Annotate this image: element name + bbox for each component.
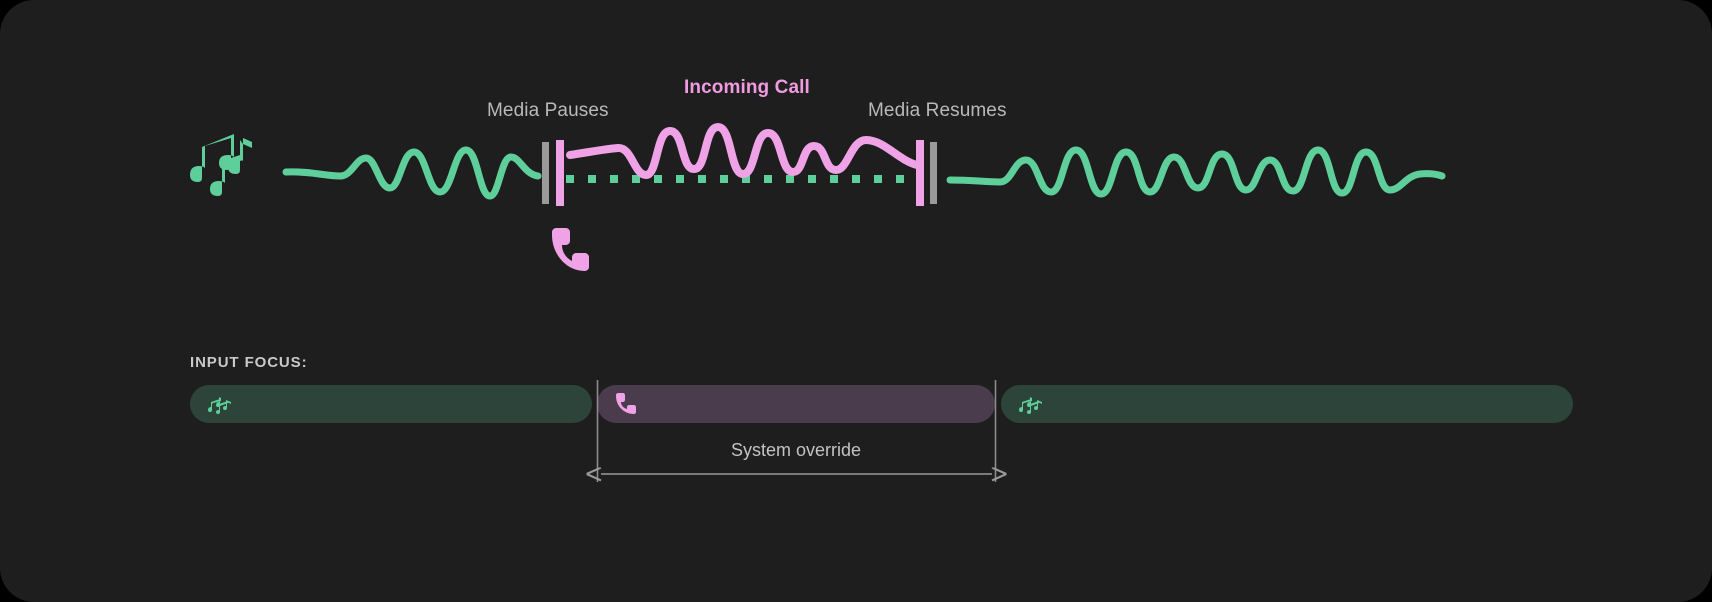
focus-bar-call[interactable] bbox=[597, 385, 995, 423]
timeline-panel: Media Pauses Incoming Call Media Resumes bbox=[190, 77, 1446, 271]
call-wave bbox=[566, 123, 921, 179]
focus-bar-media-left[interactable] bbox=[190, 385, 592, 423]
media-wave-before bbox=[282, 146, 542, 200]
resume-marker bbox=[916, 140, 937, 206]
label-media-resumes: Media Resumes bbox=[868, 100, 1007, 121]
waveform-graphic bbox=[190, 123, 1446, 271]
label-incoming-call: Incoming Call bbox=[684, 77, 810, 98]
input-focus-panel: INPUT FOCUS: bbox=[0, 340, 1712, 602]
system-override-bracket bbox=[0, 380, 1712, 482]
phone-handset-icon bbox=[616, 393, 636, 414]
media-wave-after bbox=[946, 146, 1446, 198]
phone-handset-icon bbox=[552, 228, 589, 271]
label-media-pauses: Media Pauses bbox=[487, 100, 609, 121]
music-notes-icon bbox=[1019, 397, 1042, 414]
input-focus-title: INPUT FOCUS: bbox=[190, 354, 308, 371]
pause-marker bbox=[542, 140, 564, 206]
focus-bar-media-right[interactable] bbox=[1001, 385, 1573, 423]
music-notes-icon bbox=[208, 397, 231, 414]
music-notes-icon bbox=[190, 134, 252, 196]
system-override-label: System override bbox=[730, 440, 862, 460]
